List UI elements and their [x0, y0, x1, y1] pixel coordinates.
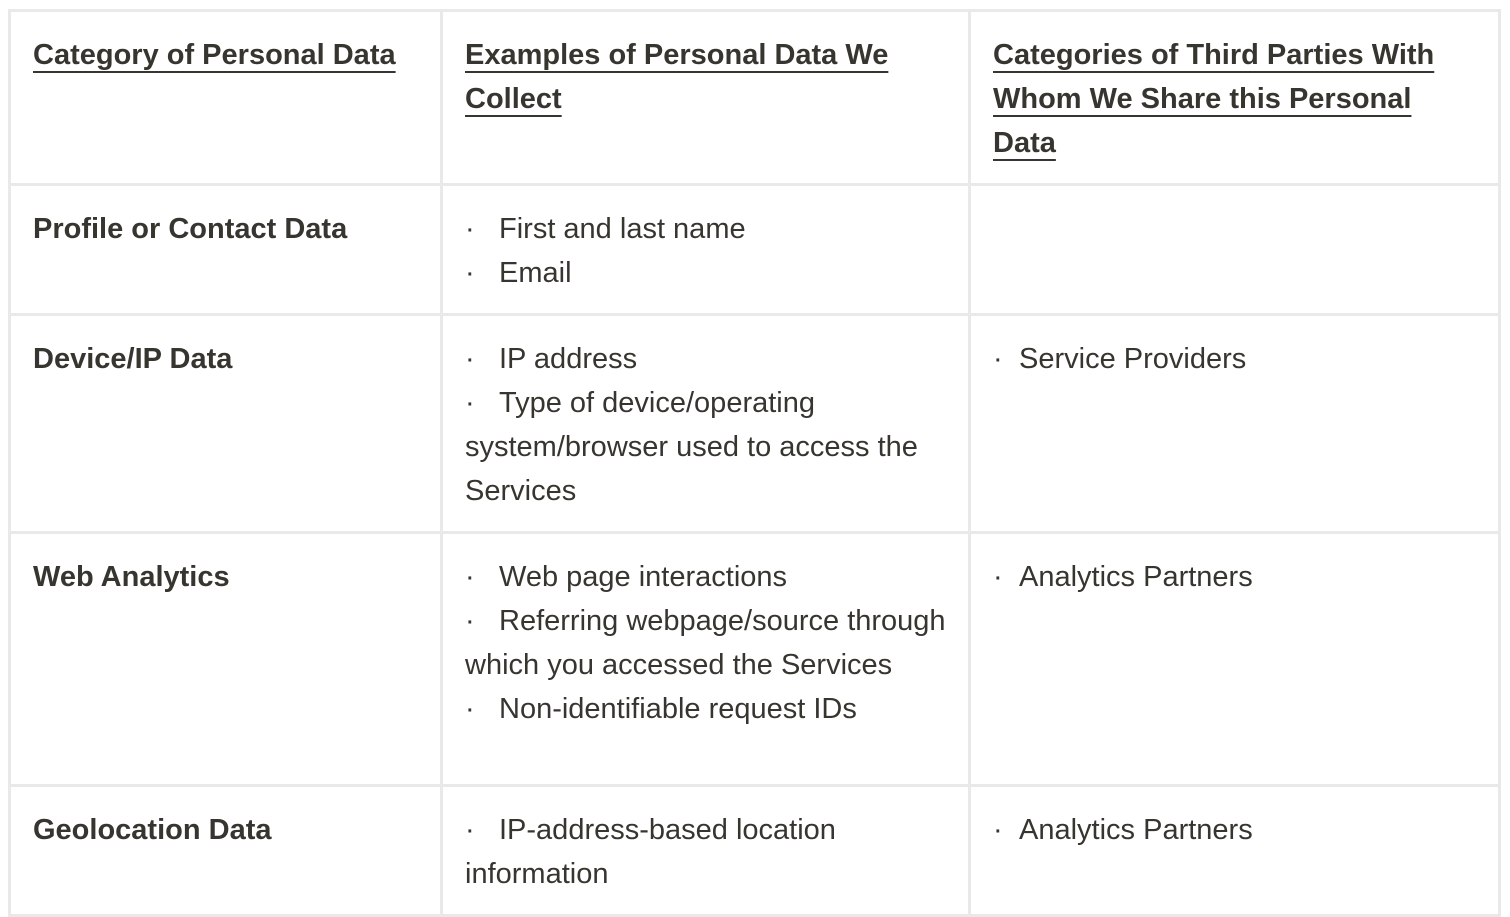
bullet-icon: ·: [465, 343, 475, 375]
third-parties-cell: ·Analytics Partners: [968, 531, 1501, 787]
list-item: ·Analytics Partners: [993, 555, 1478, 599]
table-row: Web Analytics ·Web page interactions ·Re…: [8, 531, 1501, 787]
list-item: ·Analytics Partners: [993, 808, 1478, 852]
header-category-label: Category of Personal Data: [33, 39, 396, 71]
table-row: Profile or Contact Data ·First and last …: [8, 183, 1501, 316]
examples-cell: ·IP-address-based location information: [440, 784, 971, 917]
third-parties-cell: [968, 183, 1501, 316]
header-category: Category of Personal Data: [8, 9, 443, 186]
header-examples-label: Examples of Personal Data We Collect: [465, 39, 889, 115]
bullet-icon: ·: [465, 693, 475, 725]
bullet-icon: ·: [465, 257, 475, 289]
list-item: ·Email: [465, 251, 948, 295]
examples-cell: ·IP address ·Type of device/operating sy…: [440, 313, 971, 534]
list-item: ·IP-address-based location information: [465, 808, 948, 896]
header-third-parties: Categories of Third Parties With Whom We…: [968, 9, 1501, 186]
category-cell: Geolocation Data: [8, 784, 443, 917]
bullet-icon: ·: [993, 561, 1003, 593]
list-item: ·IP address: [465, 337, 948, 381]
bullet-icon: ·: [465, 561, 475, 593]
list-item: ·Non-identifiable request IDs: [465, 687, 948, 731]
category-cell: Web Analytics: [8, 531, 443, 787]
personal-data-table-container: Category of Personal Data Examples of Pe…: [8, 9, 1501, 917]
list-item: ·Web page interactions: [465, 555, 948, 599]
category-cell: Profile or Contact Data: [8, 183, 443, 316]
third-parties-cell: ·Analytics Partners: [968, 784, 1501, 917]
bullet-icon: ·: [993, 814, 1003, 846]
list-item: ·Type of device/operating system/browser…: [465, 381, 948, 513]
header-third-parties-label: Categories of Third Parties With Whom We…: [993, 39, 1435, 159]
examples-cell: ·Web page interactions ·Referring webpag…: [440, 531, 971, 787]
bullet-icon: ·: [465, 387, 475, 419]
list-item: ·First and last name: [465, 207, 948, 251]
bullet-icon: ·: [465, 605, 475, 637]
table-row: Device/IP Data ·IP address ·Type of devi…: [8, 313, 1501, 534]
list-item: ·Service Providers: [993, 337, 1478, 381]
table-row: Geolocation Data ·IP-address-based locat…: [8, 784, 1501, 917]
examples-cell: ·First and last name ·Email: [440, 183, 971, 316]
table-header-row: Category of Personal Data Examples of Pe…: [8, 9, 1501, 186]
third-parties-cell: ·Service Providers: [968, 313, 1501, 534]
personal-data-table: Category of Personal Data Examples of Pe…: [8, 9, 1501, 917]
category-cell: Device/IP Data: [8, 313, 443, 534]
bullet-icon: ·: [465, 814, 475, 846]
header-examples: Examples of Personal Data We Collect: [440, 9, 971, 186]
list-item: ·Referring webpage/source through which …: [465, 599, 948, 687]
bullet-icon: ·: [993, 343, 1003, 375]
bullet-icon: ·: [465, 213, 475, 245]
